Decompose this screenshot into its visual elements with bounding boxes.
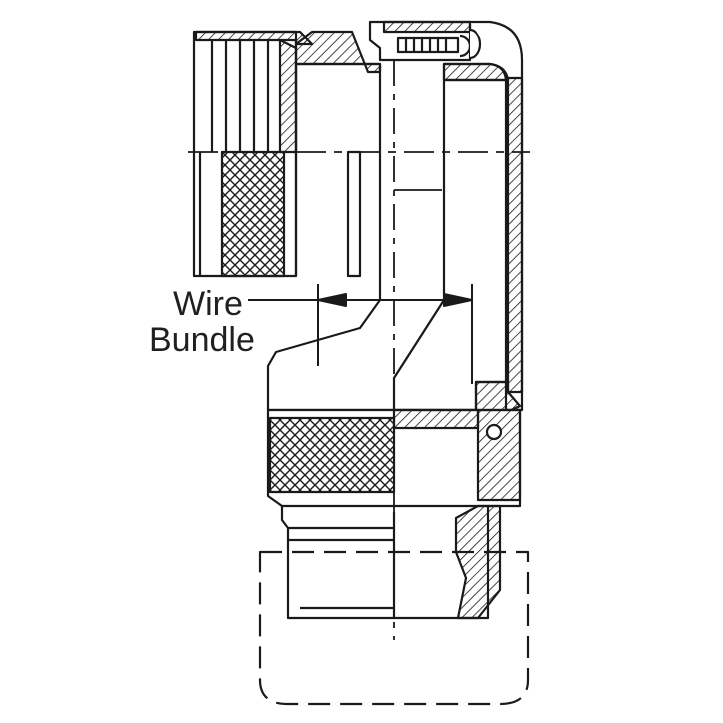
- centerlines: [188, 60, 530, 640]
- knurl-grip-upper: [220, 150, 286, 278]
- housing-wall: [392, 20, 524, 422]
- wire-bundle-dimension: [248, 284, 473, 384]
- coupling-nut: [192, 30, 314, 278]
- mating-envelope: [258, 550, 530, 706]
- knurl-grip-lower: [268, 416, 396, 494]
- wire-bundle-label-line2: Bundle: [149, 321, 255, 359]
- wire-bundle-label-line1: Wire: [173, 285, 243, 323]
- threaded-adapter: [280, 504, 502, 620]
